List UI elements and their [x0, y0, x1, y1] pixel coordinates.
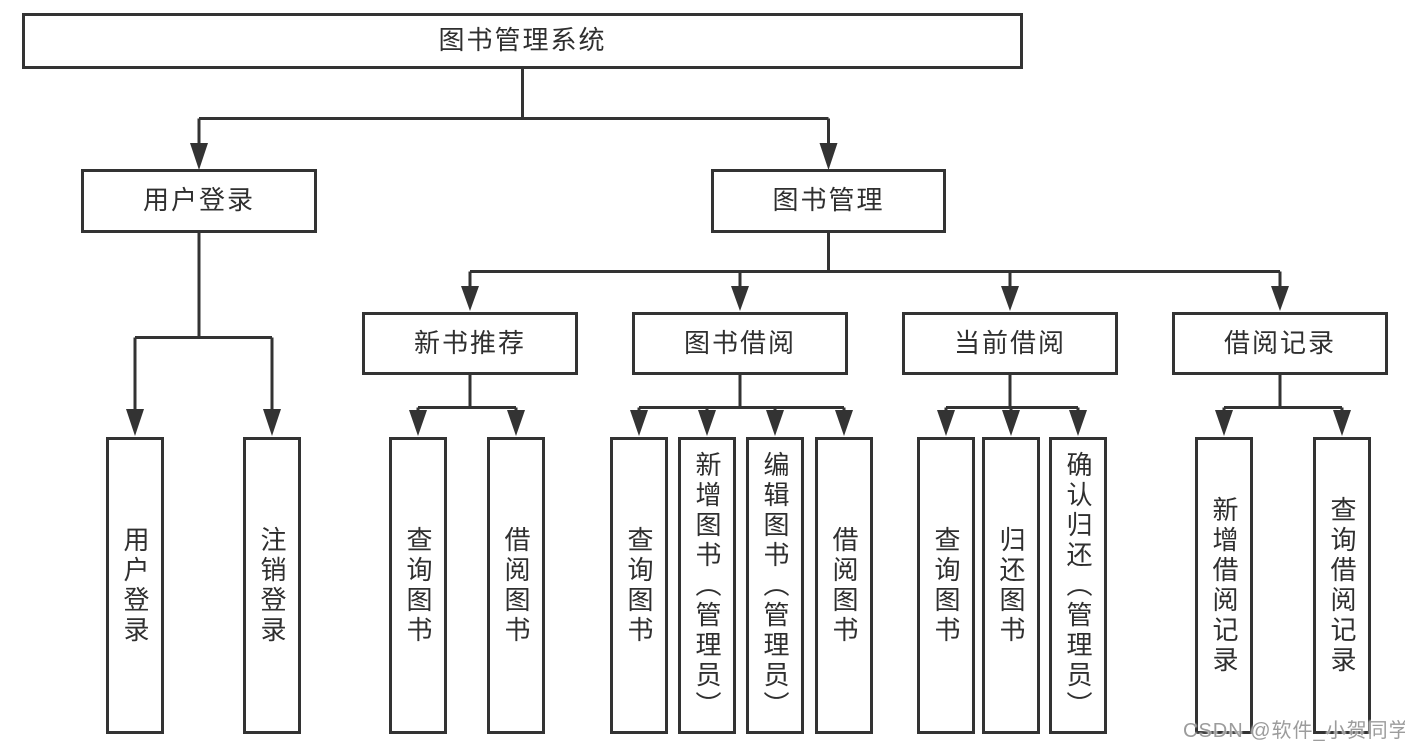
arrowhead-down-icon [263, 409, 281, 436]
arrowhead-down-icon [698, 410, 716, 436]
arrowhead-down-icon [766, 410, 784, 436]
node-book-management-label: 图书管理 [772, 185, 885, 216]
node-book-borrow-label: 图书借阅 [683, 327, 796, 358]
leaf-query-books-recommend-label: 查询图书 [403, 525, 433, 646]
arrowhead-down-icon [409, 410, 427, 436]
leaf-query-borrow-record: 查询借阅记录 [1313, 437, 1371, 734]
node-book-management: 图书管理 [711, 169, 946, 233]
leaf-add-book-admin: 新增图书（管理员） [678, 437, 736, 734]
leaf-query-books-recommend: 查询图书 [389, 437, 447, 734]
node-current-borrow-label: 当前借阅 [953, 327, 1066, 358]
leaf-query-books-current: 查询图书 [917, 437, 975, 734]
node-current-borrow: 当前借阅 [902, 312, 1118, 375]
leaf-query-books-borrow: 查询图书 [610, 437, 668, 734]
csdn-watermark: CSDN @软件_小贺同学 [1183, 720, 1405, 742]
leaf-confirm-return-admin: 确认归还（管理员） [1049, 437, 1107, 734]
node-new-book-recommend-label: 新书推荐 [413, 327, 526, 358]
node-book-borrow: 图书借阅 [632, 312, 848, 375]
connector-current-borrow-children [937, 375, 1087, 436]
leaf-return-book-label: 归还图书 [996, 525, 1026, 646]
connector-line [637, 375, 846, 413]
leaf-add-book-admin-label: 新增图书（管理员） [692, 450, 722, 721]
node-root-label: 图书管理系统 [438, 25, 607, 56]
leaf-query-books-current-label: 查询图书 [931, 525, 961, 646]
arrowhead-down-icon [507, 410, 525, 436]
leaf-user-login: 用户登录 [106, 437, 164, 734]
connector-line [468, 233, 1282, 288]
connector-line [197, 69, 830, 146]
arrowhead-down-icon [461, 286, 479, 311]
connector-new-book-recommend-children [409, 375, 525, 436]
arrowhead-down-icon [630, 410, 648, 436]
connector-line [416, 375, 518, 413]
leaf-logout: 注销登录 [243, 437, 301, 734]
arrowhead-down-icon [731, 286, 749, 311]
arrowhead-down-icon [835, 410, 853, 436]
arrowhead-down-icon [1001, 286, 1019, 311]
leaf-add-borrow-record-label: 新增借阅记录 [1209, 495, 1239, 676]
connector-line [944, 375, 1080, 413]
connector-borrow-records-children [1215, 375, 1351, 436]
node-user-login: 用户登录 [81, 169, 317, 233]
leaf-add-borrow-record: 新增借阅记录 [1195, 437, 1253, 734]
leaf-borrow-books-recommend-label: 借阅图书 [501, 525, 531, 646]
node-root: 图书管理系统 [22, 13, 1023, 69]
connector-line [1222, 375, 1344, 413]
arrowhead-down-icon [819, 143, 838, 170]
connector-book-management-to-level3 [461, 233, 1289, 311]
leaf-edit-book-admin: 编辑图书（管理员） [746, 437, 804, 734]
node-borrow-records-label: 借阅记录 [1223, 327, 1336, 358]
arrowhead-down-icon [1069, 410, 1087, 436]
arrowhead-down-icon [1333, 410, 1351, 436]
leaf-query-books-borrow-label: 查询图书 [624, 525, 654, 646]
connector-line [133, 233, 274, 411]
arrowhead-down-icon [190, 143, 208, 170]
connector-book-borrow-children [630, 375, 853, 436]
arrowhead-down-icon [1215, 410, 1233, 436]
arrowhead-down-icon [1271, 286, 1289, 311]
connector-root-to-level2 [190, 69, 838, 170]
leaf-query-borrow-record-label: 查询借阅记录 [1327, 495, 1357, 676]
leaf-edit-book-admin-label: 编辑图书（管理员） [760, 450, 790, 721]
leaf-confirm-return-admin-label: 确认归还（管理员） [1063, 450, 1093, 721]
node-user-login-label: 用户登录 [142, 185, 255, 216]
arrowhead-down-icon [1002, 410, 1020, 436]
leaf-borrow-books-label: 借阅图书 [829, 525, 859, 646]
node-borrow-records: 借阅记录 [1172, 312, 1388, 375]
arrowhead-down-icon [126, 409, 144, 436]
leaf-logout-label: 注销登录 [257, 525, 287, 646]
node-new-book-recommend: 新书推荐 [362, 312, 578, 375]
connector-user-login-children [126, 233, 281, 436]
leaf-borrow-books: 借阅图书 [815, 437, 873, 734]
leaf-return-book: 归还图书 [982, 437, 1040, 734]
leaf-borrow-books-recommend: 借阅图书 [487, 437, 545, 734]
arrowhead-down-icon [937, 410, 955, 436]
leaf-user-login-label: 用户登录 [120, 525, 150, 646]
